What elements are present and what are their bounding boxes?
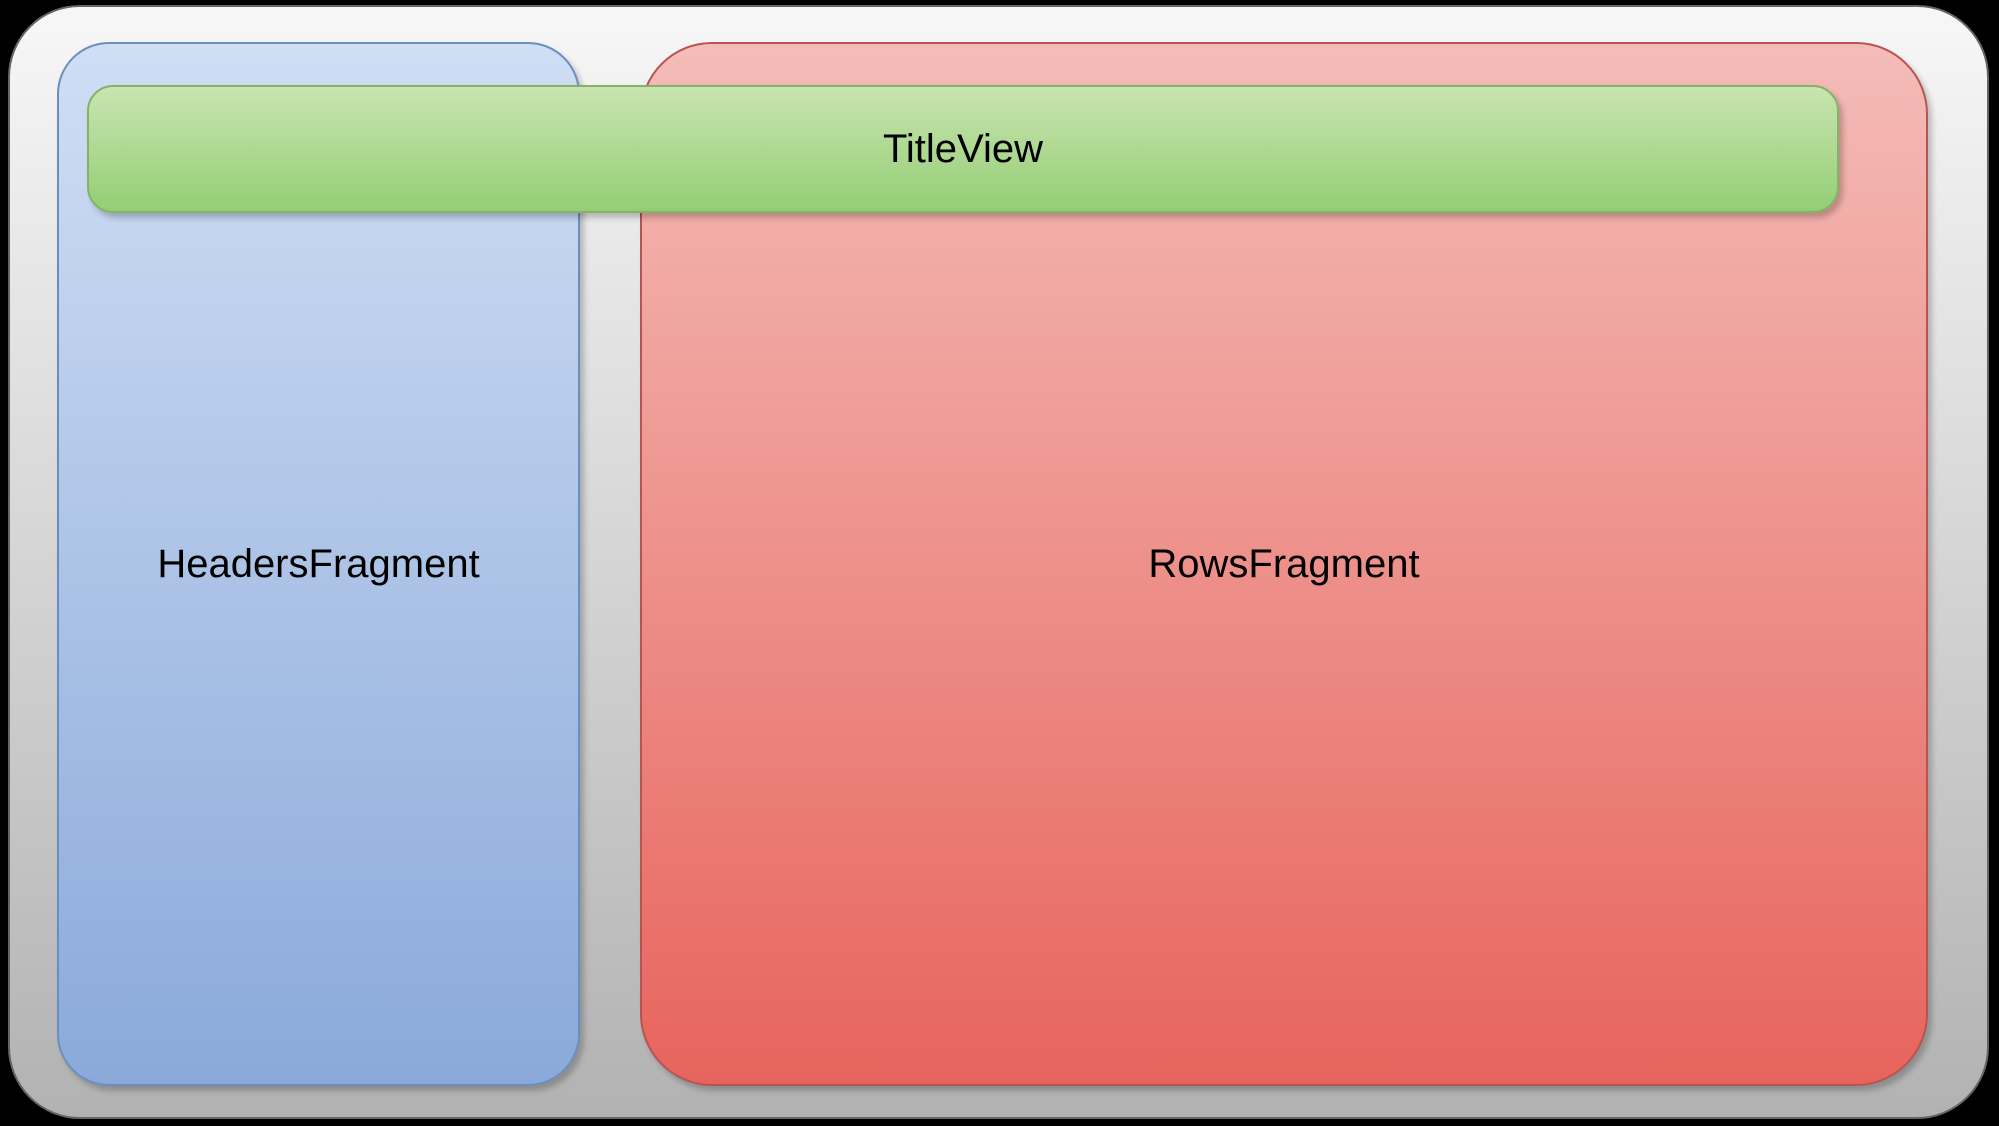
rows-fragment-label: RowsFragment [1148,541,1420,586]
title-view-label: TitleView [882,126,1044,171]
headers-fragment-label: HeadersFragment [157,541,480,586]
rows-fragment-box: RowsFragment [640,42,1928,1086]
title-view-bar: TitleView [87,85,1839,213]
